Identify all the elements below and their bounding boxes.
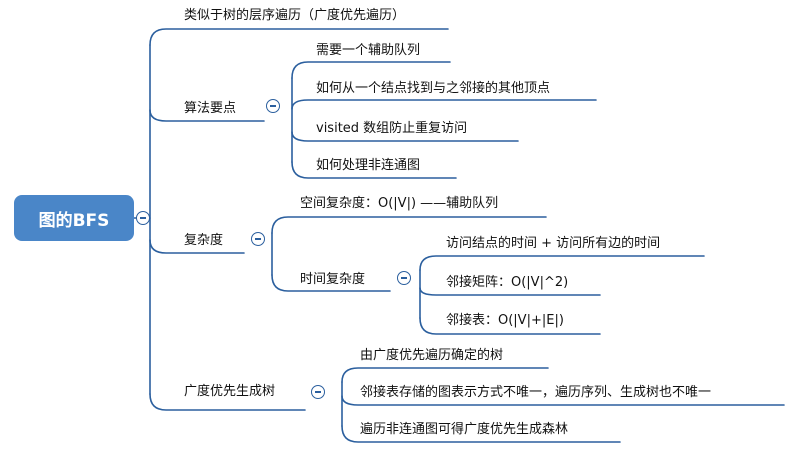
- time-complexity[interactable]: 时间复杂度: [300, 272, 366, 287]
- branch-tree-level-order[interactable]: 类似于树的层序遍历（广度优先遍历）: [184, 8, 406, 23]
- branch-complexity[interactable]: 复杂度: [184, 233, 224, 248]
- spanning-point-3[interactable]: 遍历非连通图可得广度优先生成森林: [360, 422, 569, 437]
- algo-point-3[interactable]: visited 数组防止重复访问: [316, 121, 468, 136]
- algo-point-2[interactable]: 如何从一个结点找到与之邻接的其他顶点: [316, 81, 551, 96]
- time-point-2[interactable]: 邻接矩阵：O(|V|^2): [446, 275, 569, 290]
- branch-bfs-spanning-tree[interactable]: 广度优先生成树: [184, 384, 276, 399]
- collapse-algorithm-icon[interactable]: [266, 99, 280, 113]
- space-complexity[interactable]: 空间复杂度：O(|V|) ——辅助队列: [300, 196, 499, 211]
- spanning-point-1[interactable]: 由广度优先遍历确定的树: [360, 348, 504, 363]
- collapse-spanning-icon[interactable]: [311, 385, 325, 399]
- branch-algorithm-points[interactable]: 算法要点: [184, 101, 237, 116]
- collapse-root-icon[interactable]: [136, 211, 150, 225]
- spanning-point-2[interactable]: 邻接表存储的图表示方式不唯一，遍历序列、生成树也不唯一: [360, 385, 712, 400]
- time-point-1[interactable]: 访问结点的时间 + 访问所有边的时间: [446, 236, 661, 251]
- time-point-3[interactable]: 邻接表：O(|V|+|E|): [446, 313, 564, 328]
- algo-point-4[interactable]: 如何处理非连通图: [316, 158, 421, 173]
- collapse-time-icon[interactable]: [397, 271, 411, 285]
- root-node[interactable]: 图的BFS: [14, 195, 134, 241]
- collapse-complexity-icon[interactable]: [251, 232, 265, 246]
- algo-point-1[interactable]: 需要一个辅助队列: [316, 43, 421, 58]
